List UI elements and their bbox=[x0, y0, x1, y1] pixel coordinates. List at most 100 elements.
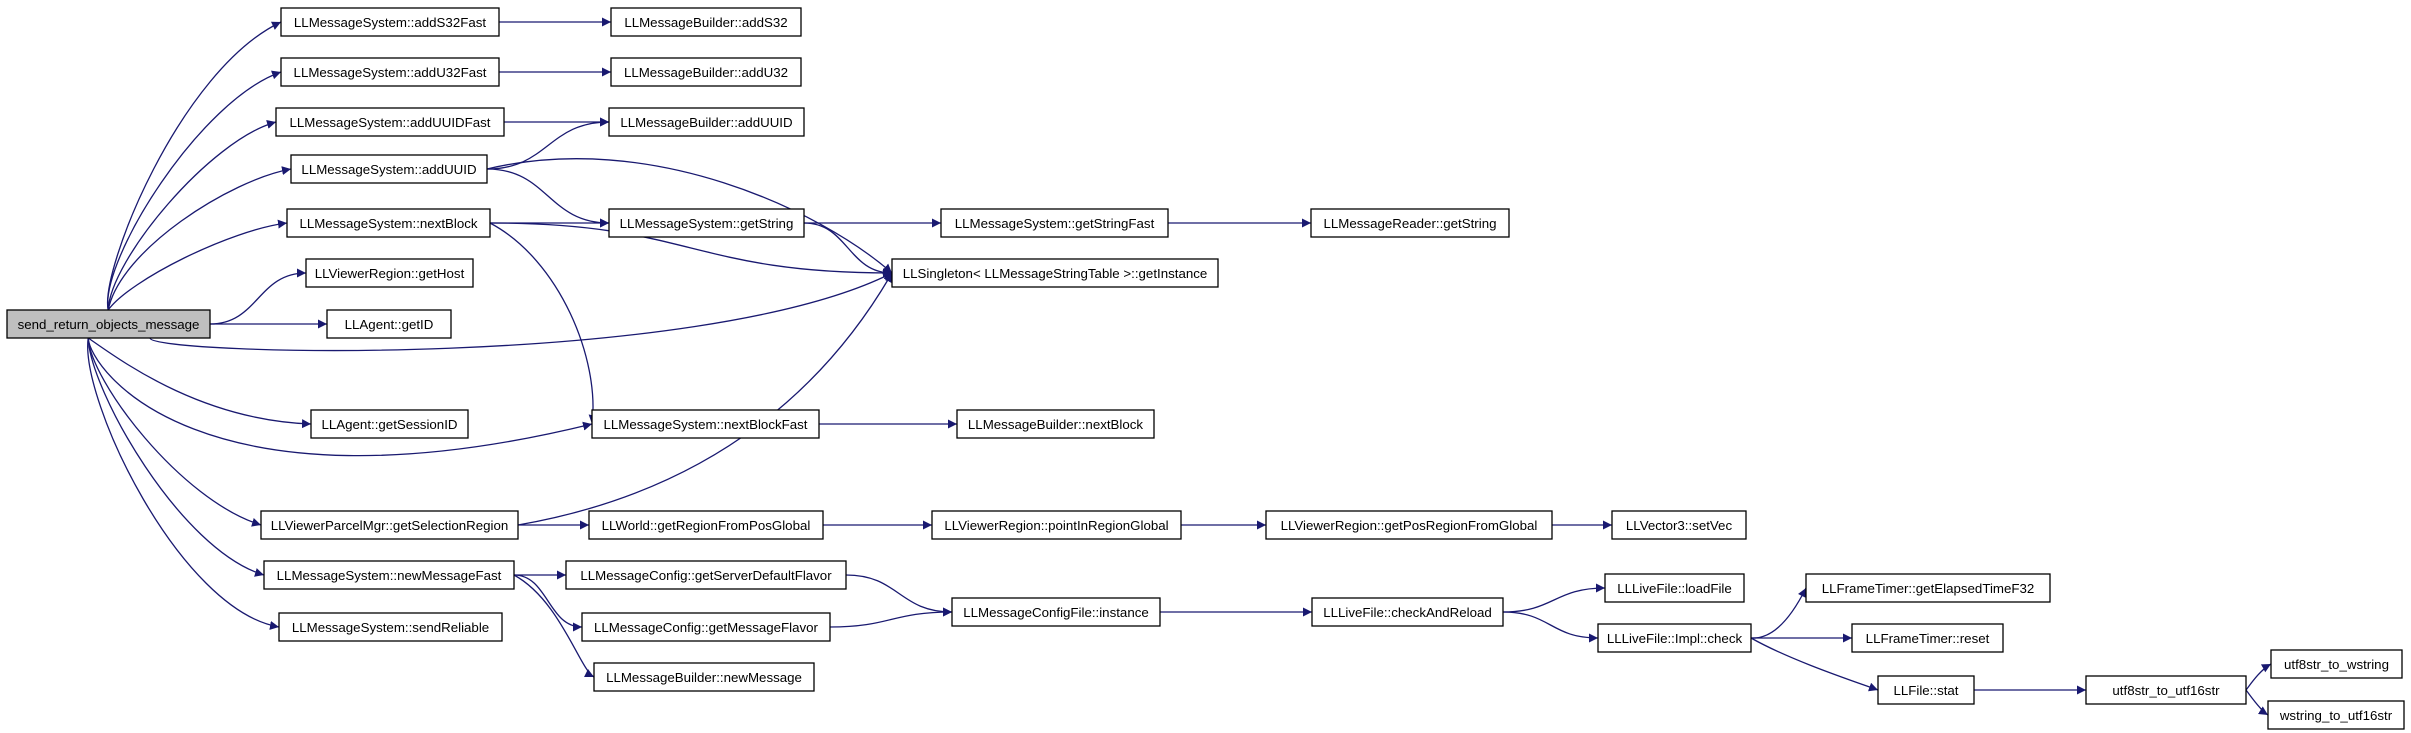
node-posreg[interactable]: LLViewerRegion::getPosRegionFromGlobal bbox=[1265, 510, 1553, 540]
node-wto16[interactable]: wstring_to_utf16str bbox=[2267, 700, 2405, 730]
node-box bbox=[275, 107, 505, 137]
node-sendrel[interactable]: LLMessageSystem::sendReliable bbox=[278, 612, 503, 642]
node-box bbox=[610, 7, 802, 37]
node-box bbox=[951, 597, 1161, 627]
node-label: LLMessageSystem::newMessageFast bbox=[277, 568, 502, 583]
node-newmsg[interactable]: LLMessageBuilder::newMessage bbox=[593, 662, 815, 692]
edge-nextblk-to-nextblkf bbox=[489, 222, 598, 425]
node-box bbox=[1597, 623, 1752, 653]
edge-implchk-to-stat bbox=[1750, 637, 1879, 692]
node-nextblkf[interactable]: LLMessageSystem::nextBlockFast bbox=[591, 409, 820, 439]
node-label: LLLiveFile::loadFile bbox=[1617, 581, 1732, 596]
node-msgflav[interactable]: LLMessageConfig::getMessageFlavor bbox=[581, 612, 831, 642]
node-layer: send_return_objects_messageLLMessageSyst… bbox=[6, 7, 2405, 730]
node-label: LLFile::stat bbox=[1893, 683, 1958, 698]
node-label: LLSingleton< LLMessageStringTable >::get… bbox=[903, 266, 1208, 281]
node-box bbox=[1851, 623, 2004, 653]
node-box bbox=[940, 208, 1169, 238]
node-gethost[interactable]: LLViewerRegion::getHost bbox=[305, 258, 474, 288]
node-label: LLMessageSystem::nextBlockFast bbox=[604, 417, 808, 432]
node-label: LLMessageSystem::nextBlock bbox=[299, 216, 477, 231]
node-box bbox=[305, 258, 474, 288]
node-label: LLMessageBuilder::newMessage bbox=[606, 670, 802, 685]
node-u8to16[interactable]: utf8str_to_utf16str bbox=[2085, 675, 2247, 705]
node-ptin[interactable]: LLViewerRegion::pointInRegionGlobal bbox=[931, 510, 1182, 540]
edge-adduuid-to-buuid bbox=[486, 117, 610, 170]
edge-newmsgf-to-msgflav bbox=[513, 574, 583, 632]
node-getstrf[interactable]: LLMessageSystem::getStringFast bbox=[940, 208, 1169, 238]
node-box bbox=[310, 409, 469, 439]
edge-root-to-addu32f bbox=[107, 70, 282, 311]
node-label: LLAgent::getSessionID bbox=[321, 417, 457, 432]
edge-root-to-nextblkf bbox=[87, 337, 593, 457]
node-adduuidf[interactable]: LLMessageSystem::addUUIDFast bbox=[275, 107, 505, 137]
node-label: LLFrameTimer::reset bbox=[1866, 631, 1990, 646]
node-addu32f[interactable]: LLMessageSystem::addU32Fast bbox=[280, 57, 500, 87]
node-adds32f[interactable]: LLMessageSystem::addS32Fast bbox=[280, 7, 500, 37]
node-implchk[interactable]: LLLiveFile::Impl::check bbox=[1597, 623, 1752, 653]
edge-root-to-gethost bbox=[209, 268, 307, 325]
node-bu32[interactable]: LLMessageBuilder::addU32 bbox=[610, 57, 802, 87]
node-buuid[interactable]: LLMessageBuilder::addUUID bbox=[608, 107, 805, 137]
node-box bbox=[263, 560, 515, 590]
edge-root-to-getsess bbox=[87, 337, 312, 429]
edge-getstr-to-single bbox=[803, 222, 893, 278]
node-label: LLMessageSystem::addS32Fast bbox=[294, 15, 486, 30]
node-newmsgf[interactable]: LLMessageSystem::newMessageFast bbox=[263, 560, 515, 590]
node-box bbox=[2085, 675, 2247, 705]
edge-root-to-adduuidf bbox=[107, 120, 277, 311]
node-label: send_return_objects_message bbox=[18, 317, 200, 332]
node-label: LLMessageBuilder::nextBlock bbox=[968, 417, 1144, 432]
node-box bbox=[608, 208, 805, 238]
node-getsess[interactable]: LLAgent::getSessionID bbox=[310, 409, 469, 439]
node-label: LLMessageConfig::getMessageFlavor bbox=[594, 620, 819, 635]
node-label: LLMessageBuilder::addU32 bbox=[624, 65, 788, 80]
node-label: LLWorld::getRegionFromPosGlobal bbox=[602, 518, 811, 533]
node-cfginst[interactable]: LLMessageConfigFile::instance bbox=[951, 597, 1161, 627]
node-label: wstring_to_utf16str bbox=[2279, 708, 2393, 723]
edge-root-to-nextblk bbox=[107, 219, 288, 311]
node-u8tow[interactable]: utf8str_to_wstring bbox=[2270, 649, 2403, 679]
node-rdrstr[interactable]: LLMessageReader::getString bbox=[1310, 208, 1510, 238]
node-srvflav[interactable]: LLMessageConfig::getServerDefaultFlavor bbox=[565, 560, 847, 590]
node-bs32[interactable]: LLMessageBuilder::addS32 bbox=[610, 7, 802, 37]
node-getid[interactable]: LLAgent::getID bbox=[326, 309, 452, 339]
node-box bbox=[931, 510, 1182, 540]
node-box bbox=[2270, 649, 2403, 679]
node-single[interactable]: LLSingleton< LLMessageStringTable >::get… bbox=[891, 258, 1219, 288]
node-setvec[interactable]: LLVector3::setVec bbox=[1611, 510, 1747, 540]
node-root[interactable]: send_return_objects_message bbox=[6, 309, 211, 339]
edge-layer bbox=[87, 17, 2272, 716]
edge-msgflav-to-cfginst bbox=[829, 607, 953, 628]
node-label: LLViewerRegion::getPosRegionFromGlobal bbox=[1281, 518, 1538, 533]
node-selreg[interactable]: LLViewerParcelMgr::getSelectionRegion bbox=[260, 510, 519, 540]
node-label: LLMessageReader::getString bbox=[1324, 216, 1497, 231]
edge-root-to-selreg bbox=[87, 337, 262, 527]
node-box bbox=[1805, 573, 2051, 603]
edge-root-to-single bbox=[149, 272, 893, 352]
node-bnext[interactable]: LLMessageBuilder::nextBlock bbox=[956, 409, 1155, 439]
node-elapsed[interactable]: LLFrameTimer::getElapsedTimeF32 bbox=[1805, 573, 2051, 603]
node-loadf[interactable]: LLLiveFile::loadFile bbox=[1604, 573, 1745, 603]
node-box bbox=[1265, 510, 1553, 540]
node-label: LLViewerParcelMgr::getSelectionRegion bbox=[271, 518, 509, 533]
node-box bbox=[610, 57, 802, 87]
node-label: LLMessageSystem::addUUID bbox=[301, 162, 476, 177]
node-box bbox=[608, 107, 805, 137]
node-stat[interactable]: LLFile::stat bbox=[1877, 675, 1975, 705]
node-chkrel[interactable]: LLLiveFile::checkAndReload bbox=[1311, 597, 1504, 627]
edge-implchk-to-elapsed bbox=[1750, 587, 1807, 639]
node-label: utf8str_to_utf16str bbox=[2112, 683, 2220, 698]
node-nextblk[interactable]: LLMessageSystem::nextBlock bbox=[286, 208, 491, 238]
node-box bbox=[956, 409, 1155, 439]
node-box bbox=[280, 57, 500, 87]
edge-adduuid-to-getstr bbox=[486, 168, 610, 228]
node-box bbox=[278, 612, 503, 642]
node-adduuid[interactable]: LLMessageSystem::addUUID bbox=[290, 154, 488, 184]
node-label: LLMessageSystem::getString bbox=[620, 216, 794, 231]
node-worldreg[interactable]: LLWorld::getRegionFromPosGlobal bbox=[588, 510, 824, 540]
node-reset[interactable]: LLFrameTimer::reset bbox=[1851, 623, 2004, 653]
node-getstr[interactable]: LLMessageSystem::getString bbox=[608, 208, 805, 238]
node-box bbox=[290, 154, 488, 184]
